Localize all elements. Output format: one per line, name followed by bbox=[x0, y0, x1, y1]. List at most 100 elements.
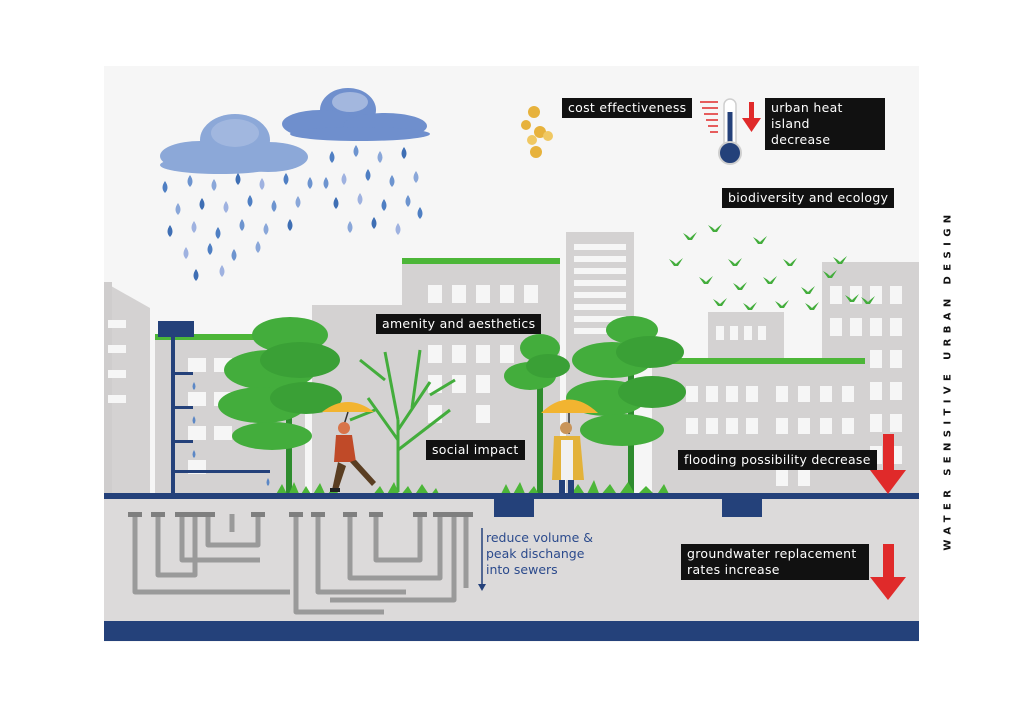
ground-surface-line bbox=[104, 493, 919, 499]
label-biodiversity: biodiversity and ecology bbox=[722, 188, 895, 208]
rain-drop bbox=[413, 171, 419, 183]
label-text: decrease bbox=[771, 132, 831, 147]
bird bbox=[833, 256, 847, 264]
bottom-band bbox=[104, 621, 919, 641]
rain-drop bbox=[211, 179, 217, 191]
label-social-impact: social impact bbox=[426, 440, 525, 460]
rain-drop bbox=[295, 196, 301, 208]
pipe-network-icon bbox=[132, 514, 469, 615]
rain-drop bbox=[263, 223, 269, 235]
rain-drop bbox=[401, 147, 407, 159]
rain-drop bbox=[365, 169, 371, 181]
rain-drop bbox=[167, 225, 173, 237]
rain-drop bbox=[307, 177, 313, 189]
rain-drop bbox=[341, 173, 347, 185]
bird bbox=[823, 270, 837, 278]
rain-drop bbox=[191, 221, 197, 233]
rain-drop bbox=[395, 223, 401, 235]
label-text: biodiversity and ecology bbox=[728, 190, 889, 205]
rain-drop bbox=[223, 201, 229, 213]
thermometer-icon bbox=[700, 98, 742, 165]
bird bbox=[733, 282, 747, 290]
down-arrow-icon bbox=[870, 544, 906, 600]
rain-drop bbox=[231, 249, 237, 261]
rain-drop bbox=[193, 269, 199, 281]
rain-drop bbox=[162, 181, 168, 193]
rain-drop bbox=[215, 227, 221, 239]
drain-pit bbox=[494, 499, 534, 517]
bird bbox=[763, 276, 777, 284]
rain-drop bbox=[347, 221, 353, 233]
bird bbox=[753, 236, 767, 244]
label-flooding: flooding possibility decrease bbox=[678, 450, 877, 470]
label-text: flooding possibility decrease bbox=[684, 452, 871, 467]
person-with-umbrella-center bbox=[541, 399, 598, 498]
rain-drop bbox=[247, 195, 253, 207]
bird bbox=[743, 302, 757, 310]
rain-drop bbox=[283, 173, 289, 185]
rain-drop bbox=[329, 151, 335, 163]
rain-drop bbox=[389, 175, 395, 187]
rain-drop bbox=[175, 203, 181, 215]
down-arrow-icon bbox=[742, 102, 761, 132]
bird bbox=[669, 258, 683, 266]
rain-drop bbox=[219, 265, 225, 277]
label-amenity: amenity and aesthetics bbox=[376, 314, 542, 334]
umbrella-icon bbox=[322, 402, 374, 412]
drain-pit bbox=[722, 499, 762, 517]
green-roofs bbox=[155, 258, 865, 364]
rain-drop bbox=[239, 219, 245, 231]
bird bbox=[861, 296, 875, 304]
building-windows bbox=[108, 244, 902, 486]
rain-drop bbox=[187, 175, 193, 187]
rain-drop bbox=[235, 173, 241, 185]
rain-drop bbox=[377, 151, 383, 163]
bird bbox=[783, 258, 797, 266]
bird bbox=[708, 224, 722, 232]
rainwater-downpipe bbox=[158, 321, 270, 496]
bird-icon bbox=[669, 224, 875, 310]
rain-drop bbox=[353, 145, 359, 157]
bird bbox=[728, 258, 742, 266]
bird bbox=[683, 232, 697, 240]
label-text: into sewers bbox=[486, 562, 558, 577]
umbrella-icon bbox=[541, 399, 598, 413]
label-groundwater: groundwater replacement rates increase bbox=[681, 544, 869, 580]
coin-stack-icon bbox=[521, 106, 553, 158]
rain-drop bbox=[333, 197, 339, 209]
rain-drop bbox=[183, 247, 189, 259]
down-arrow-icon bbox=[870, 434, 906, 494]
bird bbox=[801, 286, 815, 294]
label-text: groundwater replacement bbox=[687, 546, 857, 561]
label-text: amenity and aesthetics bbox=[382, 316, 536, 331]
bird bbox=[845, 294, 859, 302]
label-text: cost effectiveness bbox=[568, 100, 687, 115]
label-text: reduce volume & bbox=[486, 530, 593, 545]
label-text: rates increase bbox=[687, 562, 780, 577]
rain-drop bbox=[255, 241, 261, 253]
rain-drop bbox=[199, 198, 205, 210]
bird bbox=[713, 298, 727, 306]
grass-patches bbox=[275, 480, 670, 496]
label-sewer-reduction: reduce volume & peak dischange into sewe… bbox=[486, 530, 593, 578]
side-title-text: WATER SENSITIVE URBAN DESIGN bbox=[942, 209, 954, 551]
bird bbox=[805, 302, 819, 310]
person-with-umbrella-left bbox=[322, 402, 376, 492]
rain-cloud-icon bbox=[160, 88, 430, 174]
rain-drop bbox=[357, 193, 363, 205]
rain-drop bbox=[207, 243, 213, 255]
rain-drop bbox=[323, 177, 329, 189]
label-urban-heat-island: urban heat island decrease bbox=[765, 98, 885, 150]
rain-drop bbox=[371, 217, 377, 229]
rain-drop bbox=[259, 178, 265, 190]
label-text: social impact bbox=[432, 442, 519, 457]
rain-drop bbox=[405, 195, 411, 207]
trees bbox=[218, 316, 686, 496]
label-text: urban heat island bbox=[771, 100, 843, 131]
rain-drop bbox=[271, 200, 277, 212]
sewer-flow-arrow-icon bbox=[478, 528, 486, 591]
bird bbox=[775, 300, 789, 308]
bird bbox=[699, 276, 713, 284]
pipe-joints bbox=[128, 512, 473, 517]
